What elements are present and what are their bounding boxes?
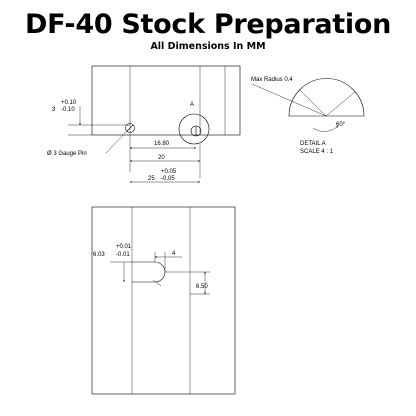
- detail-a-label: DETAIL A: [300, 141, 326, 147]
- dim-25-value: 25: [148, 176, 155, 182]
- dim-16-80-value: 16.80: [154, 141, 170, 147]
- dim-3-tol-plus: +0.10: [61, 100, 77, 106]
- detail-a-scale: SCALE 4 : 1: [300, 149, 334, 155]
- stock-body-top: [91, 206, 236, 395]
- side-view: A +0.10 3 -0.10 Ø 3 Gauge Pin 16.80 20 +…: [47, 65, 241, 183]
- max-radius-label: Max Radius 0.4: [251, 77, 293, 83]
- dim-6-03-value: 6.03: [93, 252, 105, 258]
- detail-a-circle: [178, 113, 210, 145]
- slot-hatch: [152, 279, 162, 287]
- dim-6-03-tol-plus: +0.01: [116, 244, 132, 250]
- slot-cutout: [132, 261, 166, 283]
- dim-4-value: 4: [172, 251, 176, 257]
- page-subtitle: All Dimensions In MM: [150, 41, 266, 52]
- gauge-pin-leader: [105, 130, 128, 154]
- detail-a-view: Max Radius 0.4 60° DETAIL A SCALE 4 : 1: [251, 77, 365, 155]
- detail-a-letter: A: [190, 102, 194, 108]
- gauge-pin: [125, 123, 135, 133]
- gauge-pin-hatch: [126, 124, 134, 132]
- dim-25-tol-minus: -0.05: [161, 176, 175, 182]
- page-title: DF-40 Stock Preparation: [25, 9, 391, 40]
- gauge-pin-label: Ø 3 Gauge Pin: [47, 151, 87, 157]
- dim-20-value: 20: [158, 155, 165, 161]
- dim-25-tol-plus: +0.05: [161, 169, 177, 175]
- detail-a-radius-line: [299, 89, 327, 117]
- stock-body-side: [91, 65, 241, 136]
- dim-6-03-tol-minus: -0.01: [116, 252, 130, 258]
- detail-a-angle-arc: [312, 125, 339, 132]
- max-radius-leader: [251, 83, 327, 117]
- dim-6-50-value: 6.50: [196, 284, 208, 290]
- detail-a-angle-line: [325, 91, 356, 117]
- top-view: +0.01 6.03 -0.01 4 6.50: [91, 206, 236, 395]
- detail-a-profile: [288, 78, 365, 117]
- dim-3-value: 3: [52, 107, 56, 113]
- dim-3-tol-minus: -0.10: [61, 107, 75, 113]
- detail-angle-label: 60°: [336, 122, 346, 128]
